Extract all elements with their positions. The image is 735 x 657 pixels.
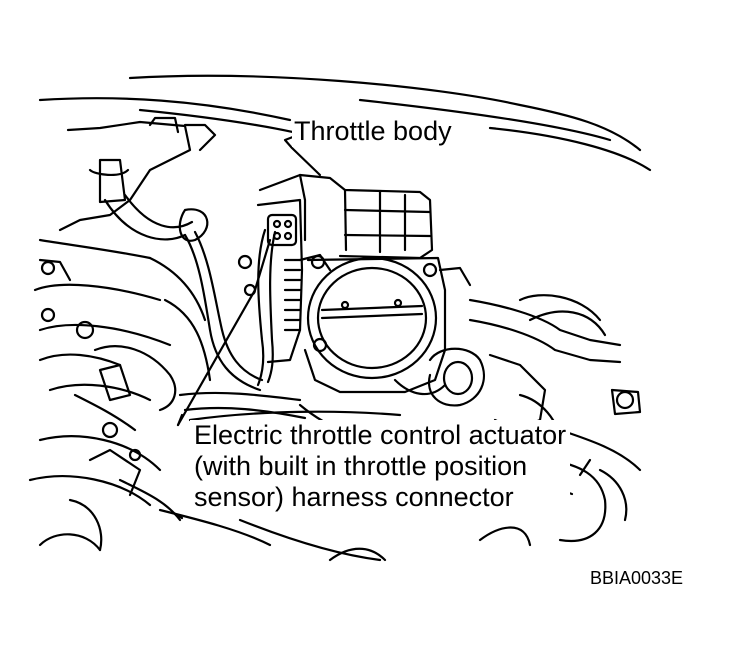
throttle-body-label: Throttle body (292, 116, 454, 148)
intake-manifold (33, 116, 217, 432)
right-tick-1 (578, 458, 592, 477)
sensor-tick (170, 510, 184, 520)
actuator-leader-tick (176, 413, 184, 427)
engine-bay-outline (38, 74, 652, 172)
figure-code: BBIA0033E (590, 568, 684, 588)
actuator-label-line-1: Electric throttle control actuator (194, 420, 567, 450)
lower-intake-duct (28, 421, 182, 552)
wiring-harness (178, 228, 307, 420)
actuator-label-line-3: sensor) harness connector (194, 482, 514, 513)
throttle-body-leader (283, 133, 322, 177)
actuator-leader (176, 238, 272, 427)
actuator-label-line-2: (with built in throttle position (194, 451, 528, 482)
actuator-connector-label: Electric throttle control actuator (with… (190, 420, 571, 514)
throttle-bore (303, 256, 472, 394)
